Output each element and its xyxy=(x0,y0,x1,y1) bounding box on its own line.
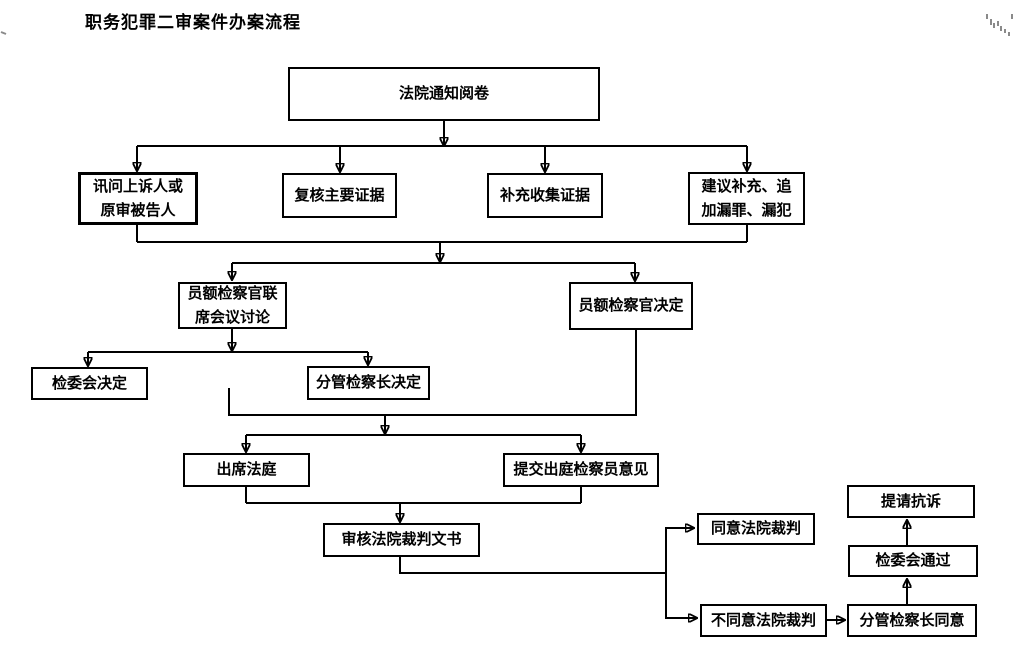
node-disagree-with-judgment: 不同意法院裁判 xyxy=(700,604,827,637)
node-committee-decision: 检委会决定 xyxy=(31,367,148,400)
node-court-notify: 法院通知阅卷 xyxy=(288,67,600,121)
node-agree-with-judgment: 同意法院裁判 xyxy=(697,513,815,545)
node-review-key-evidence: 复核主要证据 xyxy=(282,173,397,218)
page-title: 职务犯罪二审案件办案流程 xyxy=(85,13,301,32)
node-chief-prosecutor-agreement: 分管检察长同意 xyxy=(847,604,977,637)
node-file-protest: 提请抗诉 xyxy=(847,485,975,518)
node-prosecutor-joint-meeting: 员额检察官联 席会议讨论 xyxy=(178,282,287,329)
node-submit-court-opinion: 提交出庭检察员意见 xyxy=(503,453,659,487)
node-collect-supplementary-evidence: 补充收集证据 xyxy=(487,173,603,218)
node-review-judgment-documents: 审核法院裁判文书 xyxy=(323,523,480,557)
node-chief-prosecutor-decision: 分管检察长决定 xyxy=(307,366,430,400)
node-interrogate-appellant: 讯问上诉人或 原审被告人 xyxy=(78,172,198,225)
node-suggest-additional-charges: 建议补充、追 加漏罪、漏犯 xyxy=(688,172,805,225)
node-prosecutor-decision: 员额检察官决定 xyxy=(569,282,693,330)
node-committee-approval: 检委会通过 xyxy=(848,545,978,577)
node-attend-court: 出席法庭 xyxy=(183,453,310,487)
